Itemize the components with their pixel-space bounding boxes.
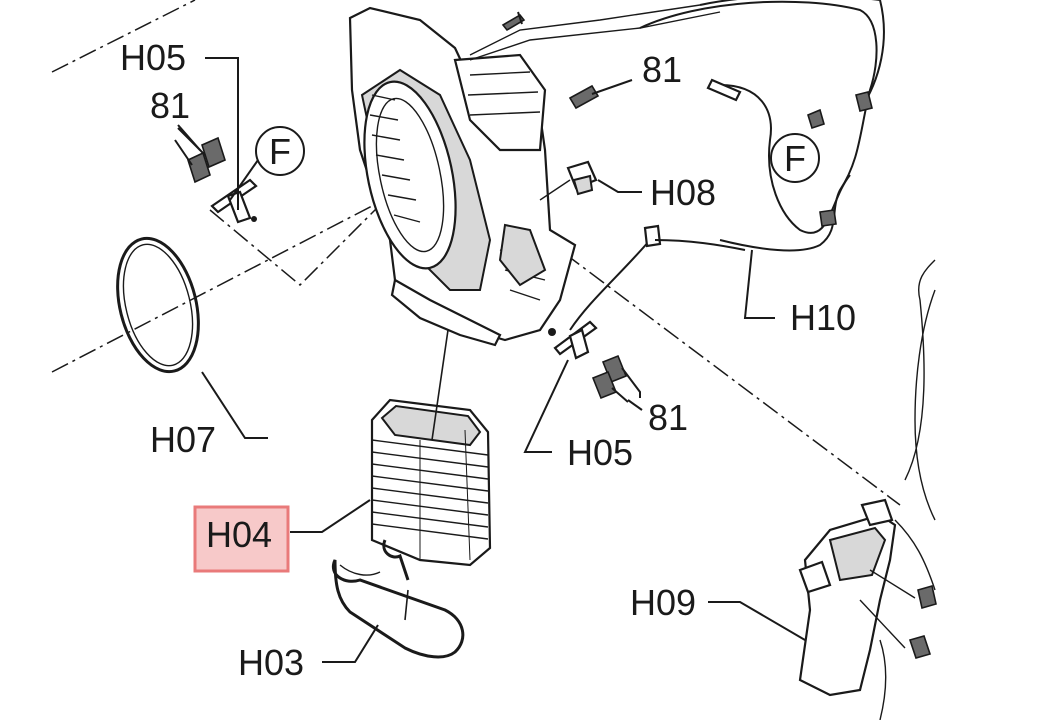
leader-h10 [743, 249, 775, 319]
leader-h08 [597, 179, 642, 193]
label-h03: H03 [238, 642, 304, 683]
label-f-left: F [269, 131, 291, 172]
label-h05-bottom: H05 [567, 432, 633, 473]
label-h07: H07 [150, 419, 216, 460]
leader-h04 [290, 499, 371, 533]
leader-h03 [322, 624, 379, 663]
ref-circle-f-right: F [770, 133, 820, 183]
label-h05-top: H05 [120, 37, 186, 78]
pin-dot [548, 328, 556, 336]
leader-81-top-left [177, 124, 201, 151]
gasket-ring-h07 [116, 236, 200, 374]
leader-81-top-right [591, 79, 633, 95]
wire-harness-h10 [569, 0, 885, 331]
clip-h08 [539, 160, 598, 201]
axis-line-fan [209, 204, 381, 287]
label-81-top-right: 81 [642, 49, 682, 90]
label-f-right: F [784, 138, 806, 179]
axis-line-diagonal [539, 234, 901, 506]
leader-h04-duct [431, 329, 449, 441]
screw-top [501, 11, 526, 32]
leader-lines [177, 57, 806, 663]
label-h10: H10 [790, 297, 856, 338]
pin-h05-bottom [548, 320, 641, 403]
label-h09: H09 [630, 582, 696, 623]
screws-left-81 [174, 127, 226, 184]
axis-lines [51, 0, 901, 506]
ref-circle-f-left: F [255, 126, 305, 176]
screw-81-top-right [568, 84, 600, 110]
pin-h05-top [210, 178, 258, 224]
label-81-bottom: 81 [648, 397, 688, 438]
sensor-assembly-h09 [798, 259, 937, 720]
leader-h07 [201, 371, 268, 439]
leader-81-bottom [627, 399, 643, 411]
spring-ring-h03 [331, 539, 465, 659]
bellows-duct-h04 [370, 398, 492, 567]
label-h08: H08 [650, 172, 716, 213]
leader-h03-ring [404, 589, 409, 621]
label-h04: H04 [206, 514, 272, 555]
axis-line-top-left [51, 0, 196, 73]
label-81-top-left: 81 [150, 85, 190, 126]
leader-h05-top [205, 57, 239, 210]
leader-h09 [708, 601, 806, 641]
leader-f-left [229, 159, 259, 201]
highlight-box-h04 [193, 505, 290, 573]
pin-dot [251, 216, 257, 222]
blower-housing [348, 4, 721, 347]
wire-right-edge [914, 289, 936, 521]
leader-h05-bottom [523, 359, 569, 453]
axis-line-main [51, 149, 481, 373]
